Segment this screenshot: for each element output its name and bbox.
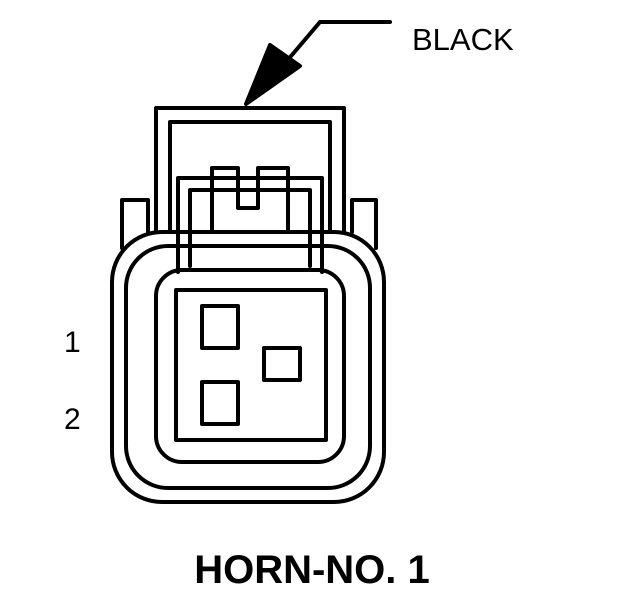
arrow-head (244, 43, 302, 106)
left-ear (120, 198, 150, 250)
right-ear (350, 198, 378, 250)
pin-key-cavity (262, 346, 302, 382)
lock-housing-inner (168, 120, 332, 234)
pin-1-label: 1 (64, 326, 81, 359)
connector-title: HORN-NO. 1 (194, 548, 430, 592)
connector-body-outer (110, 230, 386, 504)
connector-body-middle (124, 244, 372, 490)
connector-color-label: BLACK (412, 22, 514, 57)
pin-2-label: 2 (64, 403, 81, 436)
latch-frame-outer (176, 176, 324, 274)
lock-housing-outer (154, 106, 346, 234)
pin-1-cavity (200, 304, 240, 350)
latch-tab (210, 166, 290, 234)
pin-2-cavity (200, 380, 240, 426)
connector-face (154, 268, 346, 464)
latch-frame-inner (188, 188, 312, 268)
leader-line (284, 20, 392, 64)
connector-face-inner (174, 288, 328, 442)
